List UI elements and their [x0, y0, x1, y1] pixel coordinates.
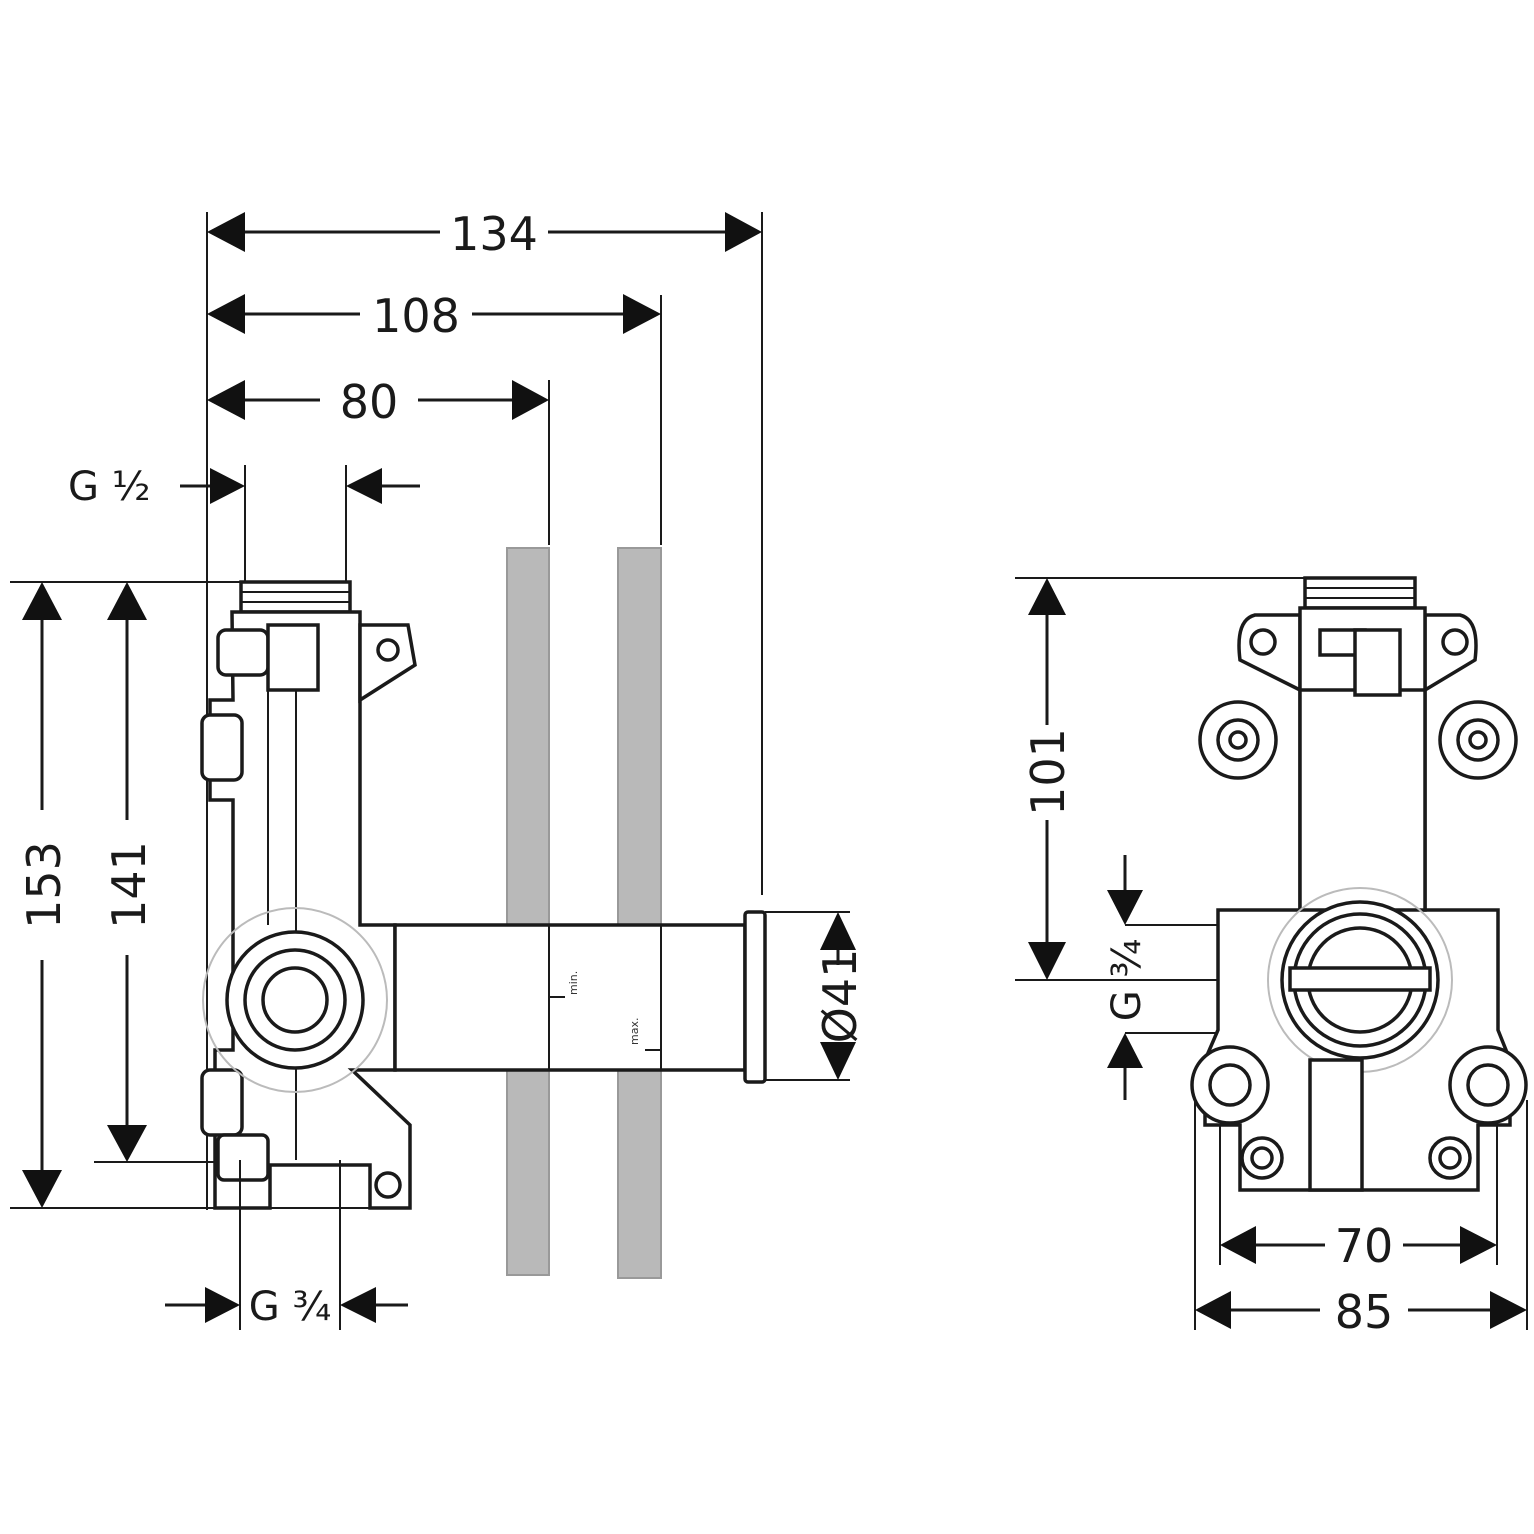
- hole-upper-right: [1441, 628, 1469, 656]
- dim-label-85: 85: [1335, 1285, 1394, 1339]
- dimension-153: 153: [17, 582, 71, 1208]
- thread-label-inlet: G ¾: [1104, 939, 1150, 1021]
- arrow-up-icon: [1107, 1033, 1143, 1068]
- port-ghost-ring: [202, 907, 388, 1093]
- spindle-end-cap: [743, 910, 767, 1084]
- top-thread-cap: [239, 580, 352, 614]
- dimension-134: 134: [207, 207, 762, 261]
- top-block-right: [1353, 628, 1402, 697]
- dim-label-80: 80: [340, 375, 399, 429]
- wall-band-max: [617, 547, 662, 1279]
- dimension-80: 80: [207, 375, 549, 429]
- dim-label-153: 153: [17, 841, 71, 929]
- arrow-down-icon: [107, 1125, 147, 1162]
- arrow-right-icon: [210, 468, 245, 504]
- arrow-up-icon: [22, 582, 62, 620]
- arrow-down-icon: [1028, 942, 1066, 980]
- valve-body-side: min. max.: [200, 580, 767, 1330]
- dimension-top-thread: G ½: [68, 464, 420, 510]
- arrow-left-icon: [340, 1287, 376, 1323]
- thread-label-bottom: G ¾: [249, 1284, 331, 1330]
- arrow-down-icon: [820, 1042, 856, 1080]
- mount-hole-bottom: [374, 1171, 402, 1199]
- dimension-141: 141: [102, 582, 156, 1162]
- arrow-left-icon: [207, 294, 245, 334]
- dimension-108: 108: [207, 289, 661, 343]
- arrow-down-icon: [1107, 890, 1143, 925]
- arrow-left-icon: [1195, 1291, 1231, 1329]
- dimension-diameter-41: Ø41: [765, 911, 867, 1081]
- arrow-right-icon: [1460, 1226, 1497, 1264]
- dimension-bottom-thread: G ¾: [165, 1284, 408, 1330]
- mount-hole-top: [376, 638, 400, 662]
- arrow-left-icon: [207, 380, 245, 420]
- dimension-101: 101: [1021, 578, 1075, 980]
- bottom-outlet: [1308, 1058, 1364, 1192]
- dim-label-101: 101: [1021, 728, 1075, 816]
- dim-label-70: 70: [1335, 1219, 1394, 1273]
- dimension-70: 70: [1220, 1219, 1497, 1273]
- top-fitting-block: [266, 623, 320, 692]
- dim-label-134: 134: [450, 207, 538, 261]
- dim-label-diameter: Ø41: [813, 949, 867, 1044]
- spindle-tube: [393, 923, 747, 1072]
- side-view: 134 108 80 G ½: [10, 207, 867, 1330]
- arrow-left-icon: [346, 468, 382, 504]
- wall-band-min: [506, 547, 550, 1276]
- port-inner: [261, 966, 329, 1034]
- valve-body-front: [1190, 576, 1528, 1192]
- top-thread-cap: [1303, 576, 1417, 610]
- arrow-up-icon: [820, 912, 856, 950]
- dim-label-141: 141: [102, 841, 156, 929]
- bottom-fitting: [216, 1133, 270, 1182]
- left-fitting-upper: [200, 713, 244, 782]
- dim-label-108: 108: [372, 289, 460, 343]
- top-fitting: [216, 628, 270, 677]
- thread-label-top: G ½: [68, 464, 150, 510]
- arrow-up-icon: [107, 582, 147, 620]
- arrow-right-icon: [725, 212, 762, 252]
- inlet-cap-slot: [1288, 966, 1432, 992]
- arrow-left-icon: [207, 212, 245, 252]
- front-view: 101 G ¾: [1015, 576, 1528, 1339]
- hole-upper-left: [1249, 628, 1277, 656]
- arrow-right-icon: [1490, 1291, 1527, 1329]
- label-max: max.: [628, 1018, 641, 1045]
- mount-lug-top: [358, 623, 417, 704]
- arrow-down-icon: [22, 1170, 62, 1208]
- arrow-right-icon: [205, 1287, 240, 1323]
- arrow-left-icon: [1220, 1226, 1256, 1264]
- body-strip: [1298, 688, 1427, 912]
- arrow-right-icon: [623, 294, 661, 334]
- arrow-up-icon: [1028, 578, 1066, 615]
- dimension-inlet-thread: G ¾: [1104, 855, 1150, 1100]
- label-min: min.: [567, 971, 580, 995]
- left-fitting-lower: [200, 1068, 244, 1137]
- arrow-right-icon: [512, 380, 549, 420]
- dimension-85: 85: [1195, 1285, 1527, 1339]
